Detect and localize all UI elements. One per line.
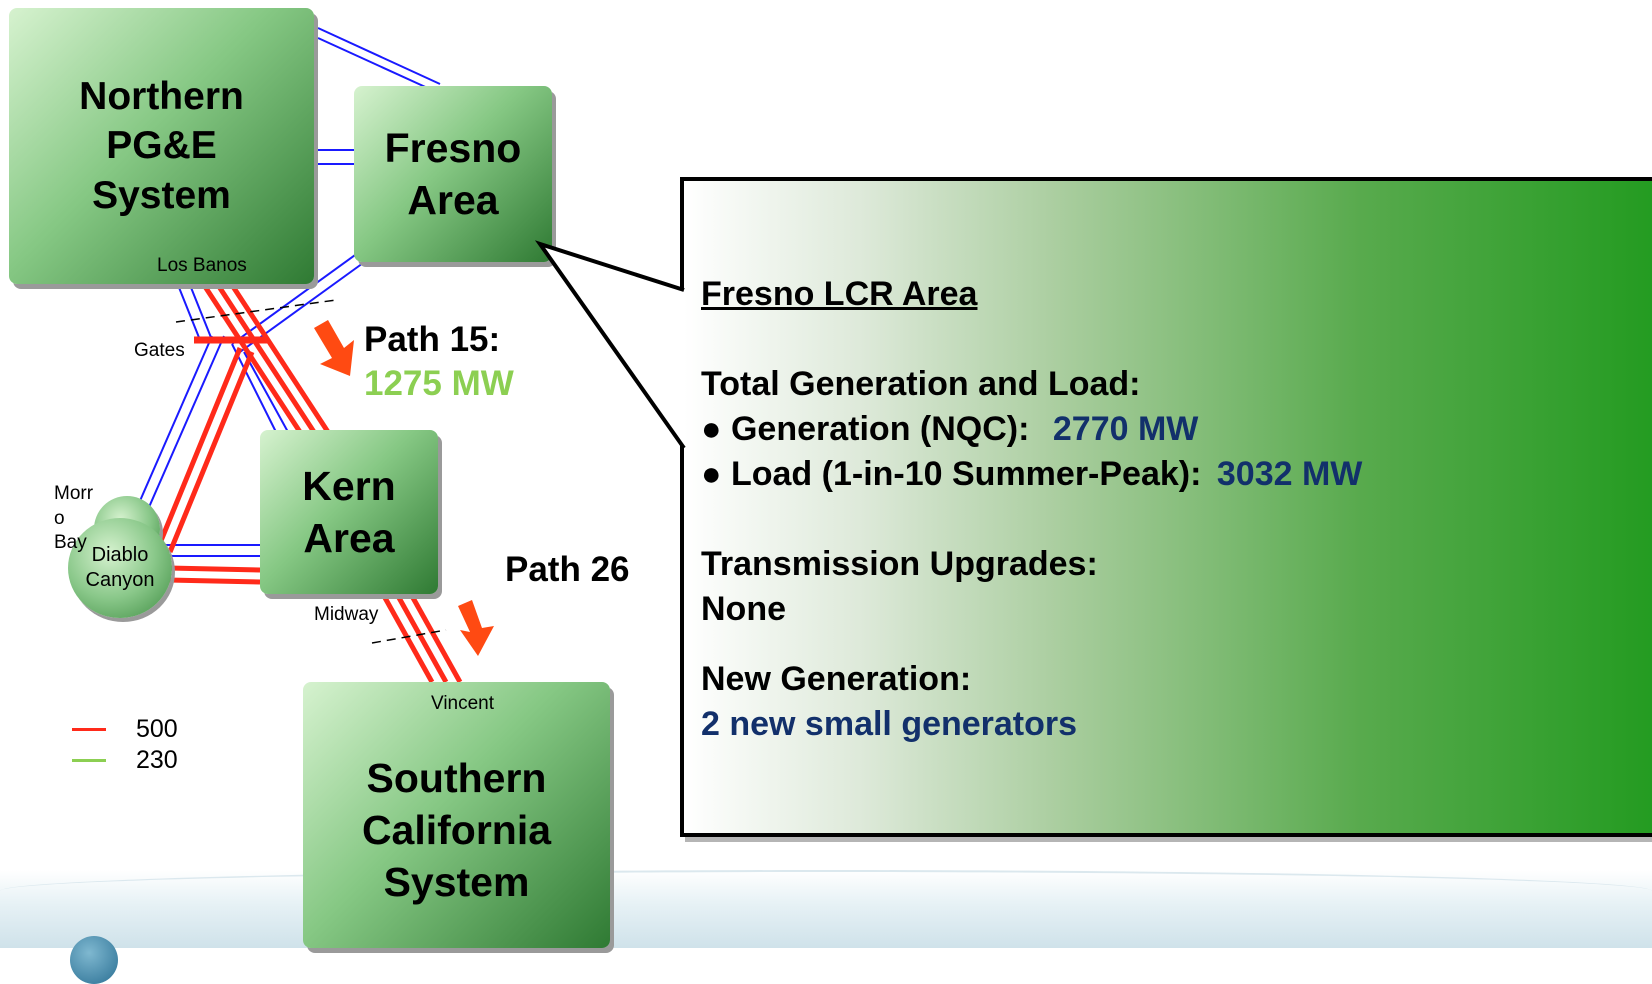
load-row: ● Load (1-in-10 Summer-Peak): 3032 MW <box>701 455 1362 494</box>
legend-label-500: 500 <box>136 715 178 743</box>
cut-plane-lines <box>175 299 447 644</box>
lines-230kv <box>135 27 441 557</box>
midway-label: Midway <box>314 604 379 625</box>
generation-label: ● Generation (NQC): <box>701 410 1030 448</box>
lines-500kv <box>155 283 463 684</box>
path15-arrow-icon <box>314 320 354 376</box>
path15-label: Path 15: <box>364 320 501 359</box>
callout-heading: Fresno LCR Area <box>701 275 978 313</box>
upgrades-heading: Transmission Upgrades: <box>701 545 1098 583</box>
load-value: 3032 MW <box>1216 455 1363 493</box>
kern-area-node: Kern Area <box>260 430 438 594</box>
totals-heading: Total Generation and Load: <box>701 365 1141 403</box>
legend-swatch-500 <box>72 728 106 731</box>
southern-california-title: Southern California System <box>361 754 552 906</box>
vincent-label: Vincent <box>431 693 495 714</box>
kern-area-title: Kern Area <box>302 462 396 561</box>
flow-arrows <box>314 320 494 656</box>
legend-item-230: 230 <box>72 746 178 775</box>
los-banos-label: Los Banos <box>157 255 247 276</box>
morro-bay-label: Morr o Bay <box>54 483 94 554</box>
legend-swatch-230 <box>72 759 106 762</box>
path26-arrow-icon <box>458 600 494 656</box>
new-generation-heading: New Generation: <box>701 660 972 698</box>
upgrades-value: None <box>701 590 786 628</box>
transmission-lines <box>135 27 494 684</box>
legend-item-500: 500 <box>72 715 178 744</box>
diablo-canyon-title: Diablo Canyon <box>85 544 155 591</box>
legend-label-230: 230 <box>136 746 178 774</box>
diablo-canyon-node: Diablo Canyon <box>68 518 172 618</box>
gates-label: Gates <box>134 340 185 361</box>
northern-pge-node: Northern PG&E System Los Banos <box>9 8 314 284</box>
load-label: ● Load (1-in-10 Summer-Peak): <box>701 455 1202 493</box>
path26-label: Path 26 <box>505 550 630 589</box>
generation-value: 2770 MW <box>1052 410 1199 448</box>
footer-band <box>0 870 1652 948</box>
fresno-area-node: Fresno Area <box>354 86 552 262</box>
fresno-callout-box <box>680 177 1652 837</box>
southern-california-node: Southern California System Vincent <box>303 682 610 948</box>
path15-mw: 1275 MW <box>364 364 514 403</box>
new-generation-value: 2 new small generators <box>701 705 1078 743</box>
generation-row: ● Generation (NQC): 2770 MW <box>701 410 1198 449</box>
northern-pge-title: Northern PG&E System <box>79 74 244 217</box>
fresno-area-title: Fresno Area <box>384 124 522 223</box>
